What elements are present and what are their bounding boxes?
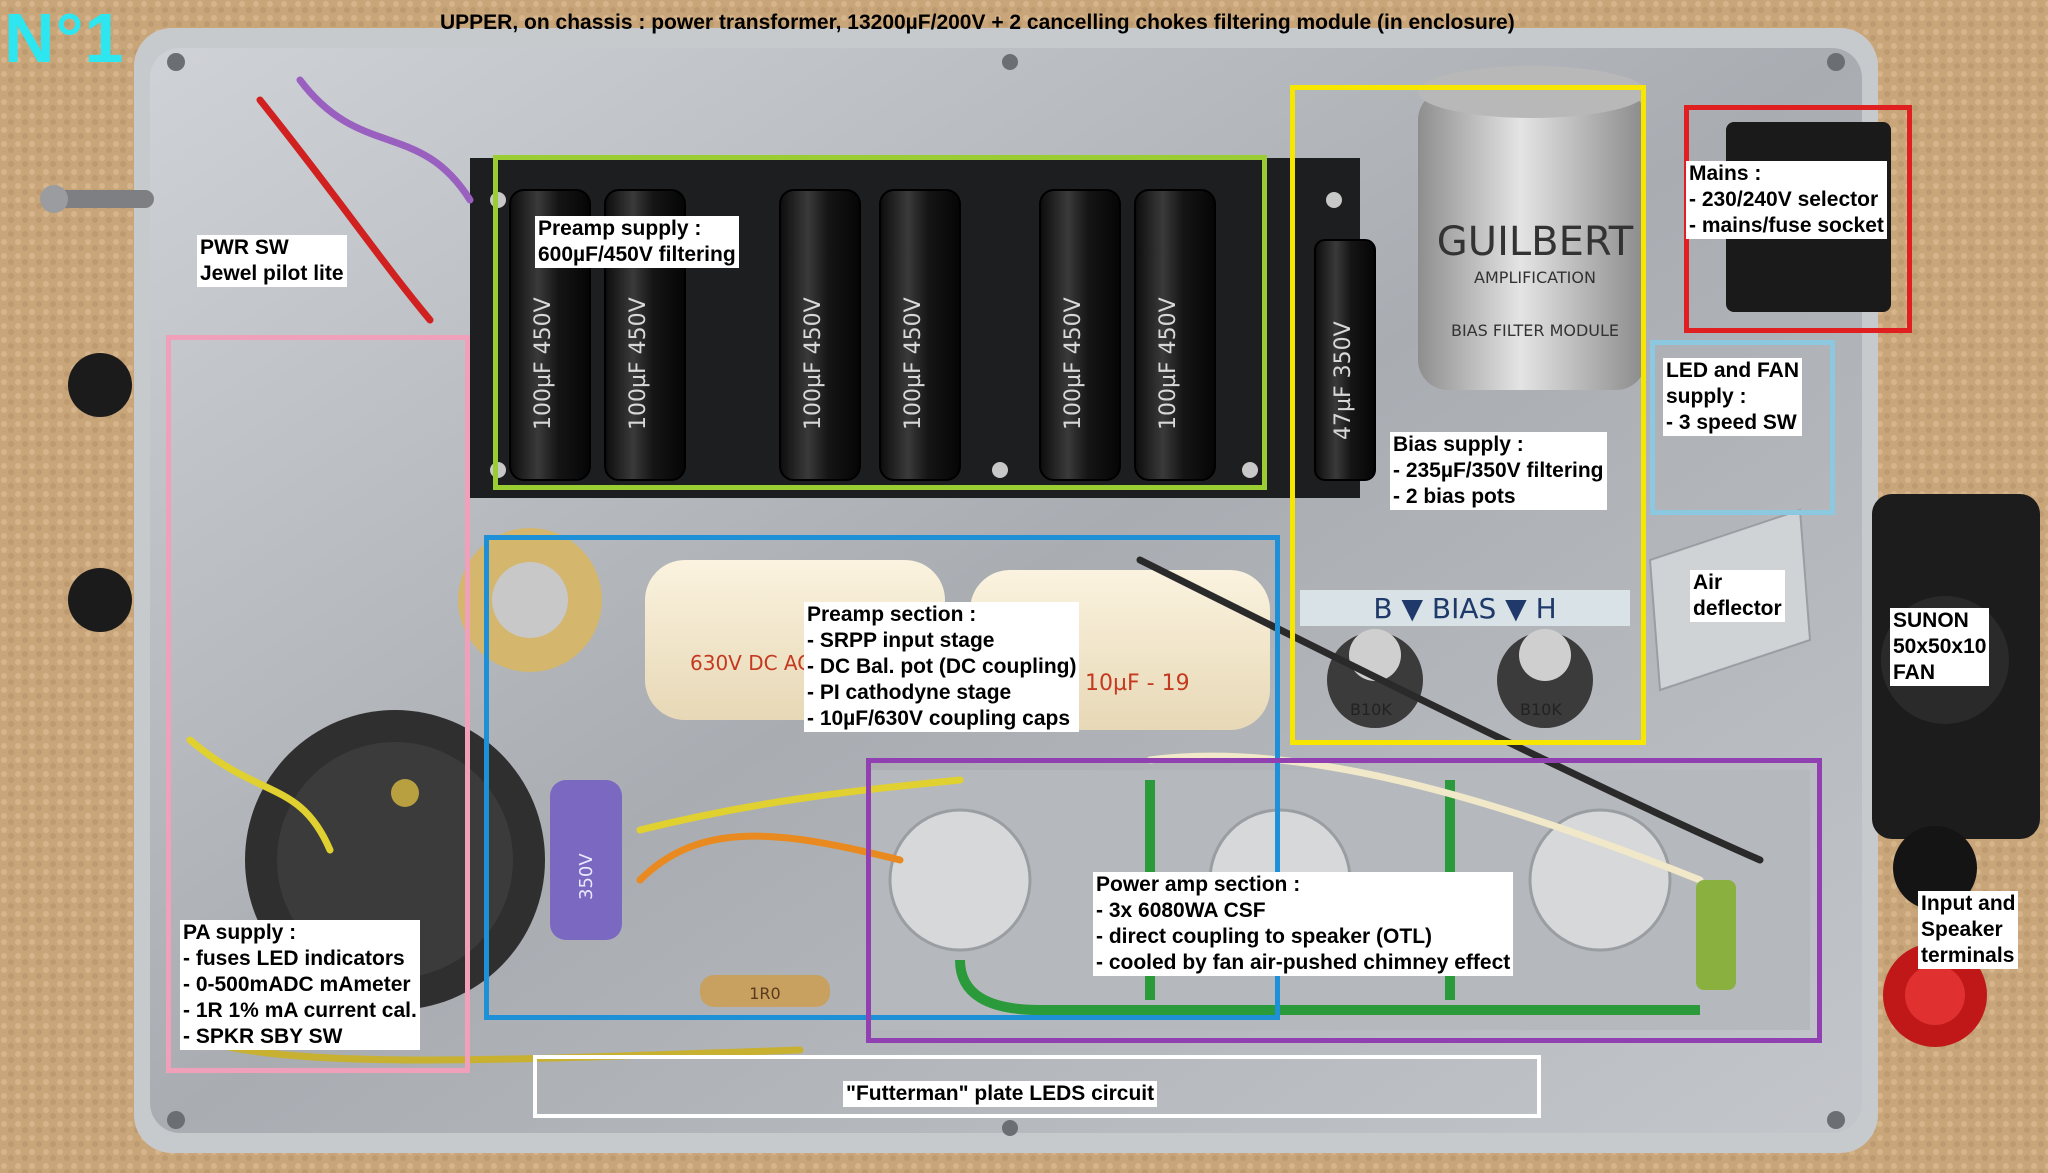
- purple-cap-print: 350V: [576, 853, 597, 900]
- label-futterman: "Futterman" plate LEDS circuit: [843, 1081, 1158, 1107]
- label-bias-supply: Bias supply : - 235µF/350V filtering - 2…: [1390, 432, 1607, 510]
- pot-value-print-2: B10K: [1520, 700, 1562, 719]
- module-sub-print: AMPLIFICATION: [1474, 268, 1596, 287]
- cap-print-4: 100µF 450V: [901, 297, 926, 430]
- cap-print-1: 100µF 450V: [531, 297, 556, 430]
- label-air-deflector: Air deflector: [1690, 570, 1785, 622]
- cap-print-7: 47µF 350V: [1331, 321, 1356, 440]
- label-pa-supply: PA supply : - fuses LED indicators - 0-5…: [180, 920, 420, 1050]
- module-brand-print: GUILBERT: [1437, 219, 1634, 265]
- power-amp-box: [866, 758, 1822, 1043]
- cap-print-6: 100µF 450V: [1156, 297, 1181, 430]
- photo-title: UPPER, on chassis : power transformer, 1…: [440, 11, 1515, 34]
- label-mains: Mains : - 230/240V selector - mains/fuse…: [1686, 161, 1887, 239]
- label-power-amp: Power amp section : - 3x 6080WA CSF - di…: [1093, 872, 1514, 976]
- led-fan-box: [1650, 340, 1835, 515]
- cap-print-5: 100µF 450V: [1061, 297, 1086, 430]
- bias-pot-label-print: B ▼ BIAS ▼ H: [1373, 592, 1556, 625]
- bias-supply-box: [1290, 85, 1646, 745]
- label-preamp-section: Preamp section : - SRPP input stage - DC…: [804, 602, 1080, 732]
- cap-print-2: 100µF 450V: [626, 297, 651, 430]
- label-input-speaker: Input and Speaker terminals: [1918, 891, 2019, 969]
- coupling-cap-print-b: 10µF - 19: [1085, 671, 1190, 696]
- module-name-print: BIAS FILTER MODULE: [1451, 321, 1619, 340]
- label-sunon-fan: SUNON 50x50x10 FAN: [1890, 608, 1990, 686]
- pot-value-print-1: B10K: [1350, 700, 1392, 719]
- pa-supply-box: [166, 335, 470, 1073]
- label-pwr-sw: PWR SW Jewel pilot lite: [197, 235, 347, 287]
- preamp-section-box: [484, 535, 1280, 1020]
- futterman-box: [533, 1055, 1541, 1118]
- cap-print-3: 100µF 450V: [801, 297, 826, 430]
- resistor-print: 1R0: [749, 984, 780, 1003]
- sheet-number-badge: N°1: [4, 0, 125, 77]
- label-led-fan: LED and FAN supply : - 3 speed SW: [1663, 358, 1803, 436]
- label-preamp-supply: Preamp supply : 600µF/450V filtering: [535, 216, 739, 268]
- preamp-supply-box: [493, 155, 1267, 490]
